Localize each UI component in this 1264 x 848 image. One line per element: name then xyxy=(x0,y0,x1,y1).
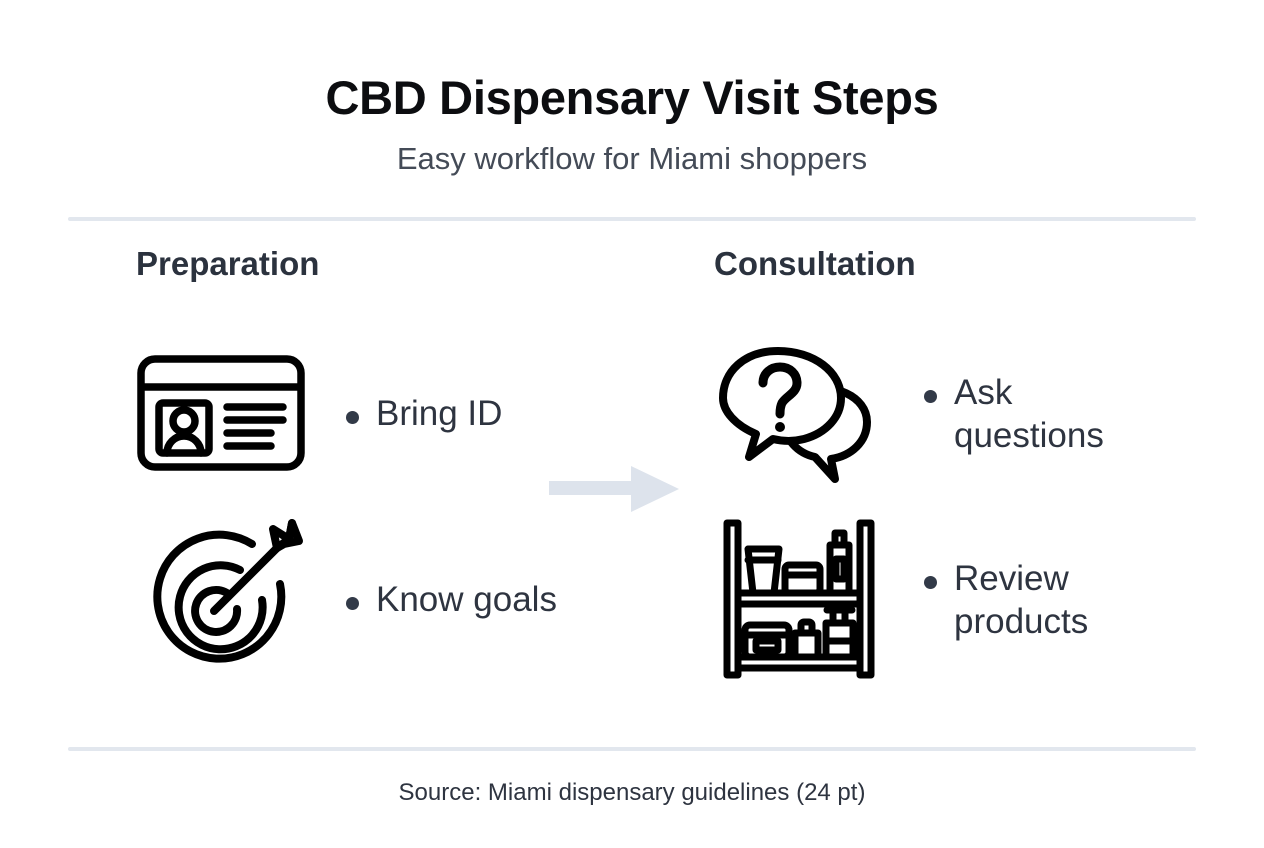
column-preparation: Preparation xyxy=(136,245,606,692)
step-label-wrapper: Review products xyxy=(924,555,1169,645)
step-item: Bring ID xyxy=(136,320,606,506)
id-card-icon xyxy=(136,355,306,472)
bullet-icon xyxy=(346,411,359,425)
step-label: Bring ID xyxy=(376,394,503,434)
footer-source: Source: Miami dispensary guidelines (24 … xyxy=(398,779,866,806)
column-heading-preparation: Preparation xyxy=(136,245,320,282)
target-arrow-icon xyxy=(136,515,306,683)
bullet-icon xyxy=(346,597,359,611)
step-item: Review products xyxy=(714,506,1184,692)
speech-bubbles-question-icon xyxy=(714,342,884,484)
arrow-right-icon xyxy=(549,466,679,512)
steps-list-consultation: Ask questions xyxy=(714,320,1184,692)
step-item: Ask questions xyxy=(714,320,1184,506)
step-label-wrapper: Bring ID xyxy=(346,390,502,436)
page-subtitle: Easy workflow for Miami shoppers xyxy=(396,140,868,176)
column-consultation: Consultation xyxy=(714,245,1184,692)
bullet-icon xyxy=(924,575,937,589)
step-label-wrapper: Know goals xyxy=(346,576,557,622)
header: CBD Dispensary Visit Steps Easy workflow… xyxy=(0,72,1264,177)
page-title: CBD Dispensary Visit Steps xyxy=(325,71,939,124)
bullet-icon xyxy=(924,389,937,403)
product-shelf-icon xyxy=(714,515,884,683)
divider-bottom xyxy=(68,747,1196,751)
step-label: Review products xyxy=(954,558,1089,642)
step-label: Ask questions xyxy=(954,372,1104,456)
step-label-wrapper: Ask questions xyxy=(924,369,1169,459)
divider-top xyxy=(68,217,1196,221)
steps-list-preparation: Bring ID xyxy=(136,320,606,692)
columns-container: Preparation xyxy=(0,245,1264,716)
step-label: Know goals xyxy=(376,580,557,620)
column-heading-consultation: Consultation xyxy=(714,245,916,282)
step-item: Know goals xyxy=(136,506,606,692)
